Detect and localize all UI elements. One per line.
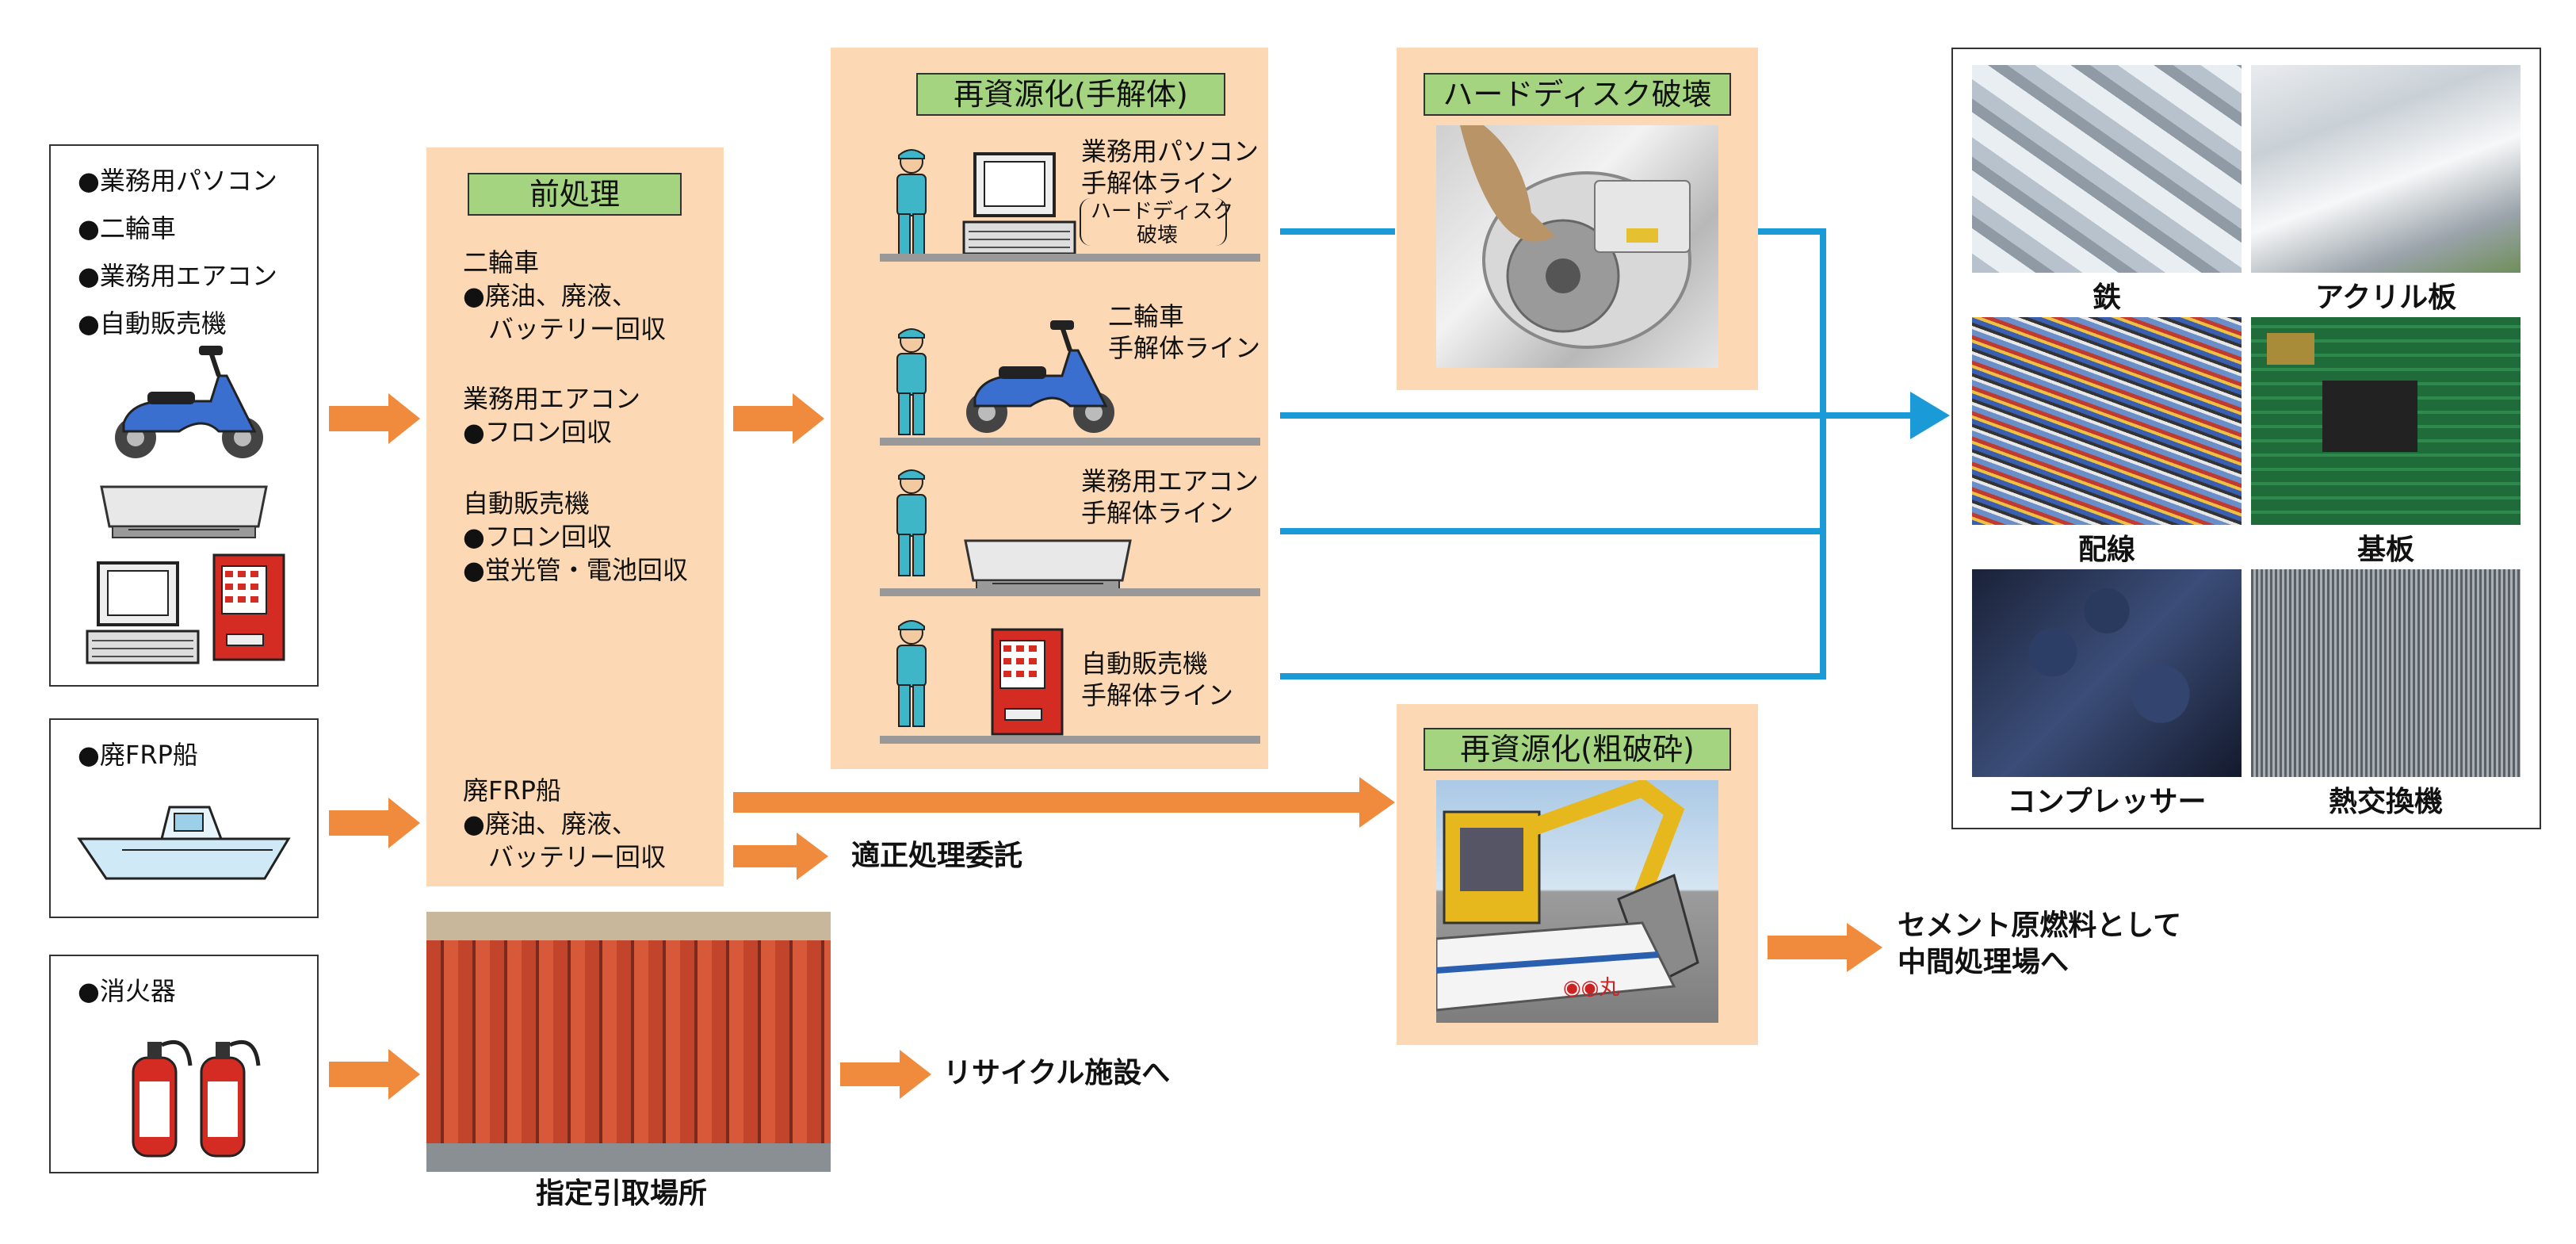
arrow-recycle-facility — [840, 1050, 931, 1099]
coarse-crush-title: 再資源化(粗破砕) — [1424, 728, 1731, 771]
line-floor — [880, 254, 1260, 262]
note-paren-left — [1080, 198, 1092, 246]
hdd-photo — [1436, 125, 1718, 368]
wiring-photo — [1972, 317, 2242, 525]
line-label: 業務用エアコン — [1081, 466, 1259, 496]
source-item: ●業務用エアコン — [78, 261, 277, 291]
line-label: 二輪車 — [1108, 301, 1185, 331]
note-paren-right — [1214, 198, 1227, 246]
worker-figure — [888, 327, 935, 438]
svg-text:◉◉丸: ◉◉丸 — [1563, 976, 1619, 1000]
preprocess-head: 業務用エアコン — [463, 384, 641, 414]
preprocess-head: 二輪車 — [463, 247, 540, 278]
orange-arrows — [329, 393, 1882, 1100]
output-caption: コンプレッサー — [2007, 786, 2207, 818]
preprocess-line: ●廃油、廃液、 — [463, 281, 637, 311]
scooter-icon — [966, 320, 1114, 433]
line-floor — [880, 438, 1260, 446]
preprocess-title: 前処理 — [468, 173, 682, 216]
preprocess-line: ●フロン回収 — [463, 522, 612, 552]
acrylic-photo — [2251, 65, 2521, 273]
output-caption: 配線 — [2077, 534, 2135, 566]
source-box-extinguisher: ●消火器 — [49, 955, 319, 1173]
source-item: ●業務用パソコン — [78, 166, 277, 196]
scooter-icon — [115, 346, 263, 458]
computer-icon — [962, 152, 1076, 255]
output-caption: 基板 — [2356, 534, 2414, 566]
worker-figure — [888, 618, 935, 729]
source-box-frp: ●廃FRP船 — [49, 718, 319, 918]
output-caption: 熱交換機 — [2328, 786, 2443, 818]
preprocess-line: ●フロン回収 — [463, 417, 612, 447]
arrow-sources-to-preprocess — [329, 393, 420, 444]
blue-arrowhead — [1910, 392, 1950, 439]
iron-photo — [1972, 65, 2242, 273]
output-caption: 鉄 — [2092, 281, 2121, 314]
preprocess-panel — [426, 147, 724, 886]
preprocess-head: 自動販売機 — [463, 488, 590, 519]
proper-processing-label: 適正処理委託 — [851, 840, 1023, 872]
source-item: ●自動販売機 — [78, 308, 227, 339]
source-box-equipment: ●業務用パソコン ●二輪車 ●業務用エアコン ●自動販売機 — [49, 144, 319, 687]
source-item: ●二輪車 — [78, 213, 176, 243]
arrow-proper-processing — [733, 833, 828, 880]
arrow-frp-to-preprocess — [329, 798, 420, 848]
arrow-preprocess-to-manual — [733, 393, 824, 444]
arrow-frp-to-crush — [733, 777, 1395, 828]
vending-machine-icon — [991, 628, 1064, 736]
line-note: ハードディスク — [1091, 200, 1234, 224]
arrow-extinguisher-to-site — [329, 1049, 420, 1100]
line-label: 手解体ライン — [1081, 498, 1234, 528]
source-item: ●消火器 — [78, 976, 176, 1006]
crusher-photo: ◉◉丸 — [1436, 780, 1718, 1023]
preprocess-line: バッテリー回収 — [463, 842, 667, 872]
compressor-photo — [1972, 569, 2242, 777]
cement-label-line2: 中間処理場へ — [1898, 946, 2070, 978]
line-label: 手解体ライン — [1081, 680, 1234, 710]
line-note: 破壊 — [1137, 224, 1179, 247]
output-caption: アクリル板 — [2314, 281, 2457, 314]
hdd-title: ハードディスク破壊 — [1424, 73, 1731, 116]
line-label: 自動販売機 — [1081, 649, 1209, 679]
aircon-icon — [100, 485, 268, 538]
preprocess-line: ●廃油、廃液、 — [463, 809, 637, 839]
heat-exchanger-photo — [2251, 569, 2521, 777]
preprocess-line: バッテリー回収 — [463, 314, 667, 344]
aircon-icon — [964, 539, 1132, 592]
preprocess-head: 廃FRP船 — [463, 775, 561, 806]
line-label: 手解体ライン — [1081, 168, 1234, 198]
preprocess-line: ●蛍光管・電池回収 — [463, 555, 688, 585]
line-label: 手解体ライン — [1108, 333, 1261, 363]
line-floor — [880, 736, 1260, 744]
boat-icon — [77, 806, 291, 880]
worker-figure — [888, 468, 935, 579]
designated-site-caption: 指定引取場所 — [536, 1177, 708, 1210]
designated-site-photo — [426, 912, 831, 1172]
cement-label-line1: セメント原燃料として — [1898, 909, 2182, 942]
circuit-board-photo — [2251, 317, 2521, 525]
vending-machine-icon — [212, 553, 285, 661]
manual-dismantling-title: 再資源化(手解体) — [916, 73, 1225, 116]
computer-icon — [86, 561, 200, 664]
worker-figure — [888, 147, 935, 258]
line-floor — [880, 588, 1260, 596]
fire-extinguisher-icon — [200, 1039, 261, 1158]
source-item: ●廃FRP船 — [78, 740, 198, 770]
fire-extinguisher-icon — [132, 1039, 193, 1158]
line-label: 業務用パソコン — [1081, 136, 1259, 167]
arrow-cement — [1768, 923, 1882, 972]
recycle-facility-label: リサイクル施設へ — [943, 1057, 1171, 1089]
